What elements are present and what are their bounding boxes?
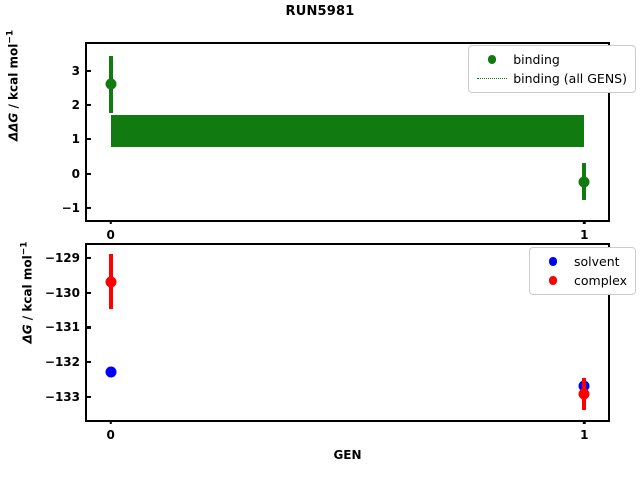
data-point-marker[interactable] xyxy=(578,388,590,400)
y-tick-label: −131 xyxy=(45,320,92,334)
legend-marker-dot-icon xyxy=(548,276,558,285)
y-tick-mark xyxy=(87,172,92,175)
y-tick-label: −129 xyxy=(45,251,92,265)
dg-axes: −129 −130 −131 −132 −133 0 1 xyxy=(45,243,610,442)
y-tick-label: 0 xyxy=(72,167,92,181)
y-tick-label: −133 xyxy=(45,390,92,404)
ddg-legend[interactable]: binding binding (all GENS) xyxy=(468,45,636,93)
legend-entry[interactable]: complex xyxy=(536,271,627,290)
y-tick-label: −130 xyxy=(45,286,92,300)
dg-legend[interactable]: solvent complex xyxy=(529,247,636,295)
legend-entry[interactable]: solvent xyxy=(536,252,627,271)
y-tick-mark xyxy=(87,326,92,329)
x-axis-label: GEN xyxy=(333,448,362,462)
x-tick-label: 1 xyxy=(580,220,588,242)
y-tick-label: 1 xyxy=(72,132,92,146)
legend-symbol xyxy=(536,257,570,266)
data-point-marker[interactable] xyxy=(578,176,590,188)
x-tick-label: 1 xyxy=(580,420,588,442)
y-tick-mark xyxy=(87,256,92,259)
legend-marker-dot-icon xyxy=(487,55,497,64)
legend-entry[interactable]: binding (all GENS) xyxy=(475,69,627,88)
legend-label: solvent xyxy=(574,254,620,269)
y-tick-mark xyxy=(87,206,92,210)
y-tick-mark xyxy=(87,395,92,399)
legend-label: binding (all GENS) xyxy=(513,71,627,86)
y-tick-label: −132 xyxy=(45,355,92,369)
y-tick-mark xyxy=(87,291,92,294)
x-tick-mark xyxy=(109,220,112,225)
dg-plot-area xyxy=(87,245,608,420)
legend-marker-dot-icon xyxy=(548,257,558,266)
ddg-plot-area xyxy=(87,44,608,220)
y-tick-mark xyxy=(87,138,92,141)
x-tick-mark xyxy=(583,220,586,225)
legend-symbol xyxy=(536,276,570,285)
x-tick-mark xyxy=(109,420,112,425)
legend-marker-dotted-line-icon xyxy=(477,78,508,79)
y-tick-label: −1 xyxy=(62,201,92,215)
data-point-marker[interactable] xyxy=(105,276,117,288)
legend-symbol xyxy=(475,55,509,64)
y-tick-label: 2 xyxy=(72,98,92,112)
top-panel-ylabel: ΔΔG / kcal mol−1 xyxy=(5,29,21,142)
legend-symbol xyxy=(475,78,509,79)
legend-label: complex xyxy=(574,273,627,288)
x-tick-mark xyxy=(583,420,586,425)
legend-label: binding xyxy=(513,52,560,67)
figure-title: RUN5981 xyxy=(285,4,355,19)
bottom-panel-ylabel: ΔG / kcal mol−1 xyxy=(19,241,35,344)
data-point-marker[interactable] xyxy=(105,78,117,90)
x-tick-label: 0 xyxy=(106,220,115,242)
binding-all-gens-band xyxy=(110,115,585,148)
legend-entry[interactable]: binding xyxy=(475,50,627,69)
x-tick-label: 0 xyxy=(106,420,115,442)
y-tick-mark xyxy=(87,361,92,364)
y-tick-mark xyxy=(87,104,92,107)
y-tick-label: 3 xyxy=(72,64,92,78)
y-tick-mark xyxy=(87,69,92,72)
data-point-marker[interactable] xyxy=(105,366,117,378)
